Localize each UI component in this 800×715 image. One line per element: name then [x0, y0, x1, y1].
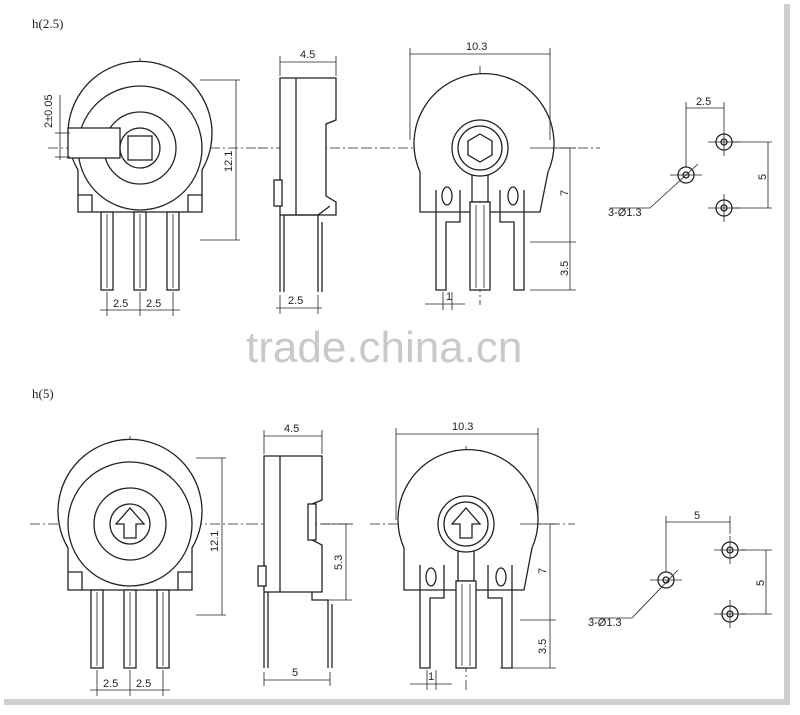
front-1-dim-pitch-a: 2.5: [113, 298, 128, 310]
front-1-dim-2-tolerance: 2±0.05: [43, 94, 55, 128]
rear-1-dim-3-5: 3.5: [559, 261, 571, 276]
rear-1-dim-1: 1: [446, 291, 452, 303]
front-1-dim-pitch-b: 2.5: [146, 298, 161, 310]
pcb-2-dim-5-vertical: 5: [755, 580, 767, 586]
rear-2-dim-10-3: 10.3: [452, 421, 473, 433]
side-2-dim-5: 5: [292, 667, 298, 679]
front-2-dim-pitch-a: 2.5: [103, 678, 118, 690]
front-2-dim-12-1: 12.1: [209, 531, 221, 552]
pcb-2-dim-5: 5: [694, 510, 700, 522]
section-2-header: h(5): [32, 386, 54, 401]
side-2-dim-4-5: 4.5: [284, 423, 299, 435]
watermark: trade.china.cn: [246, 323, 522, 372]
rear-2-dim-1: 1: [428, 671, 434, 683]
rear-view-2: [370, 428, 575, 690]
rear-1-dim-7: 7: [559, 190, 571, 196]
rear-view-1: [362, 48, 600, 310]
side-1-dim-4-5: 4.5: [300, 49, 315, 61]
front-1-dim-12-1: 12.1: [223, 151, 235, 172]
rear-2-dim-3-5: 3.5: [537, 639, 549, 654]
front-view-1: [48, 58, 262, 316]
pcb-1-dim-2-5: 2.5: [696, 96, 711, 108]
front-view-2: [30, 436, 248, 696]
side-view-2: [248, 430, 354, 686]
front-2-dim-pitch-b: 2.5: [136, 678, 151, 690]
section-1-header: h(2.5): [32, 16, 63, 31]
rear-2-dim-7: 7: [537, 568, 549, 574]
side-1-dim-2-5: 2.5: [288, 295, 303, 307]
side-2-dim-5-3: 5.3: [333, 555, 345, 570]
pcb-1-dim-5: 5: [757, 174, 769, 180]
pcb-layout-2: [590, 516, 772, 628]
pcb-2-hole-spec: 3-Ø1.3: [588, 617, 622, 629]
pcb-1-hole-spec: 3-Ø1.3: [608, 207, 642, 219]
side-view-1: [258, 56, 362, 314]
rear-1-dim-10-3: 10.3: [466, 41, 487, 53]
pcb-layout-1: [610, 102, 772, 222]
